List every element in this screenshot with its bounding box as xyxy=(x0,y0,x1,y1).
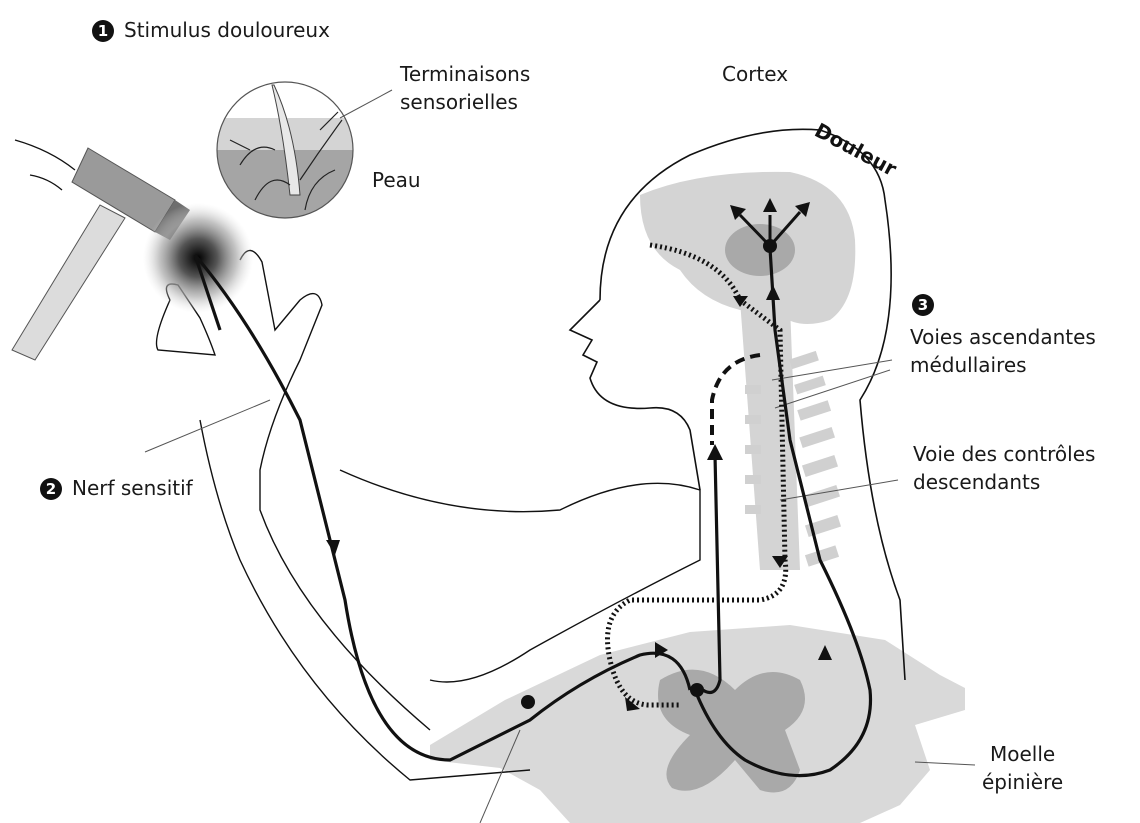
voies-line2: médullaires xyxy=(910,351,1096,379)
terminaisons-line2: sensorielles xyxy=(400,88,530,116)
step1-text: Stimulus douloureux xyxy=(124,18,330,42)
ganglion-node xyxy=(521,695,535,709)
step2-text: Nerf sensitif xyxy=(72,476,193,500)
moelle-line2: épinière xyxy=(982,768,1063,796)
controles-line1: Voie des contrôles xyxy=(913,440,1095,468)
skin-magnifier xyxy=(217,82,353,220)
label-cortex: Cortex xyxy=(722,60,788,88)
label-step1: 1 Stimulus douloureux xyxy=(92,16,330,44)
label-voies: Voies ascendantes médullaires xyxy=(910,323,1096,379)
voies-line1: Voies ascendantes xyxy=(910,323,1096,351)
terminaisons-line1: Terminaisons xyxy=(400,60,530,88)
cortex-node xyxy=(763,239,777,253)
label-step3: 3 xyxy=(912,290,944,318)
ascending-arrow-head-left xyxy=(707,444,723,460)
synapse-node xyxy=(690,683,704,697)
label-moelle: Moelle épinière xyxy=(982,740,1063,796)
step2-badge: 2 xyxy=(40,478,62,500)
label-peau: Peau xyxy=(372,166,421,194)
spinal-cord-section xyxy=(430,625,965,823)
step3-badge: 3 xyxy=(912,294,934,316)
label-controles: Voie des contrôles descendants xyxy=(913,440,1095,496)
controles-line2: descendants xyxy=(913,468,1095,496)
step1-badge: 1 xyxy=(92,20,114,42)
label-terminaisons: Terminaisons sensorielles xyxy=(400,60,530,116)
label-step2: 2 Nerf sensitif xyxy=(40,474,193,502)
moelle-line1: Moelle xyxy=(982,740,1063,768)
